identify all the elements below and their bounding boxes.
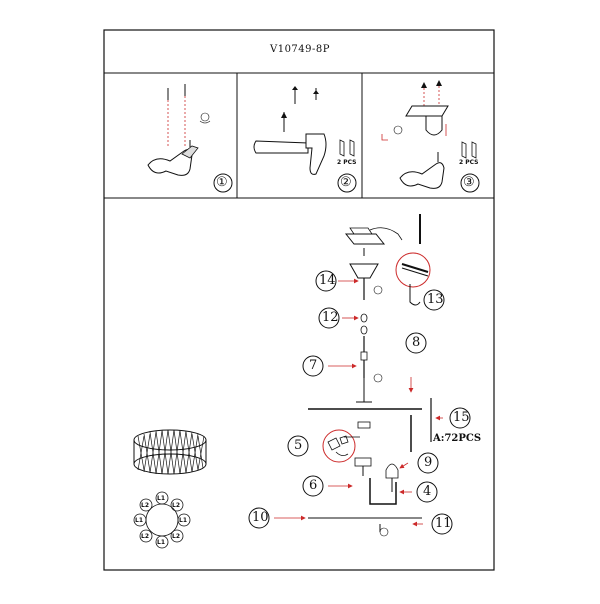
callout-8: 8 [412,335,421,350]
page-title: V10749-8P [269,44,330,55]
nut-part [360,313,368,335]
step3-badge [460,173,480,193]
step2-badge [337,173,357,193]
step3-label: ③ [463,175,475,190]
rod-part [360,336,383,402]
callout-15: 15 [453,410,470,425]
callout-13: 13 [427,292,444,307]
step1-badge [213,173,233,193]
bulb-label: L2 [172,533,180,540]
canopy-part [349,248,383,300]
mounting-bracket-top [344,214,421,245]
wiring-detail-circle [395,252,431,288]
callout-7: 7 [309,358,318,373]
step2-quantity: 2 PCS [337,159,357,166]
step3-quantity: 2 PCS [459,159,479,166]
outer-frame [103,29,495,571]
bulb-label: L2 [141,533,149,540]
step2-hammer-illustration [253,86,355,175]
step2-label: ② [340,175,352,190]
bulb-layout [133,491,191,549]
callout-4: 4 [423,484,432,499]
socket-detail-circle [322,429,356,463]
bulb-label: L1 [179,517,187,524]
step1-label: ① [216,175,228,190]
bulb-label: L2 [172,502,180,509]
bulb-label: L1 [157,539,165,546]
callout-12: 12 [322,310,339,325]
callout-10: 10 [252,510,269,525]
frame-clip [357,421,371,429]
crystal-count-label: A:72PCS [433,433,482,444]
bulb-label: L2 [141,502,149,509]
bulb-label: L1 [157,495,165,502]
crystal-ring-illustration [133,429,207,475]
callout-11: 11 [435,516,452,531]
callout-9: 9 [424,455,433,470]
callout-5: 5 [294,438,303,453]
step3-bracket-illustration [381,80,477,189]
step1-drill-illustration [147,84,211,176]
callout-6: 6 [309,478,318,493]
wiring-detail [401,263,429,306]
bulb-label: L1 [135,517,143,524]
socket-detail [327,435,360,456]
bulb-arrow [399,462,409,469]
lamp-arm [354,457,399,505]
callout-14: 14 [319,273,336,288]
